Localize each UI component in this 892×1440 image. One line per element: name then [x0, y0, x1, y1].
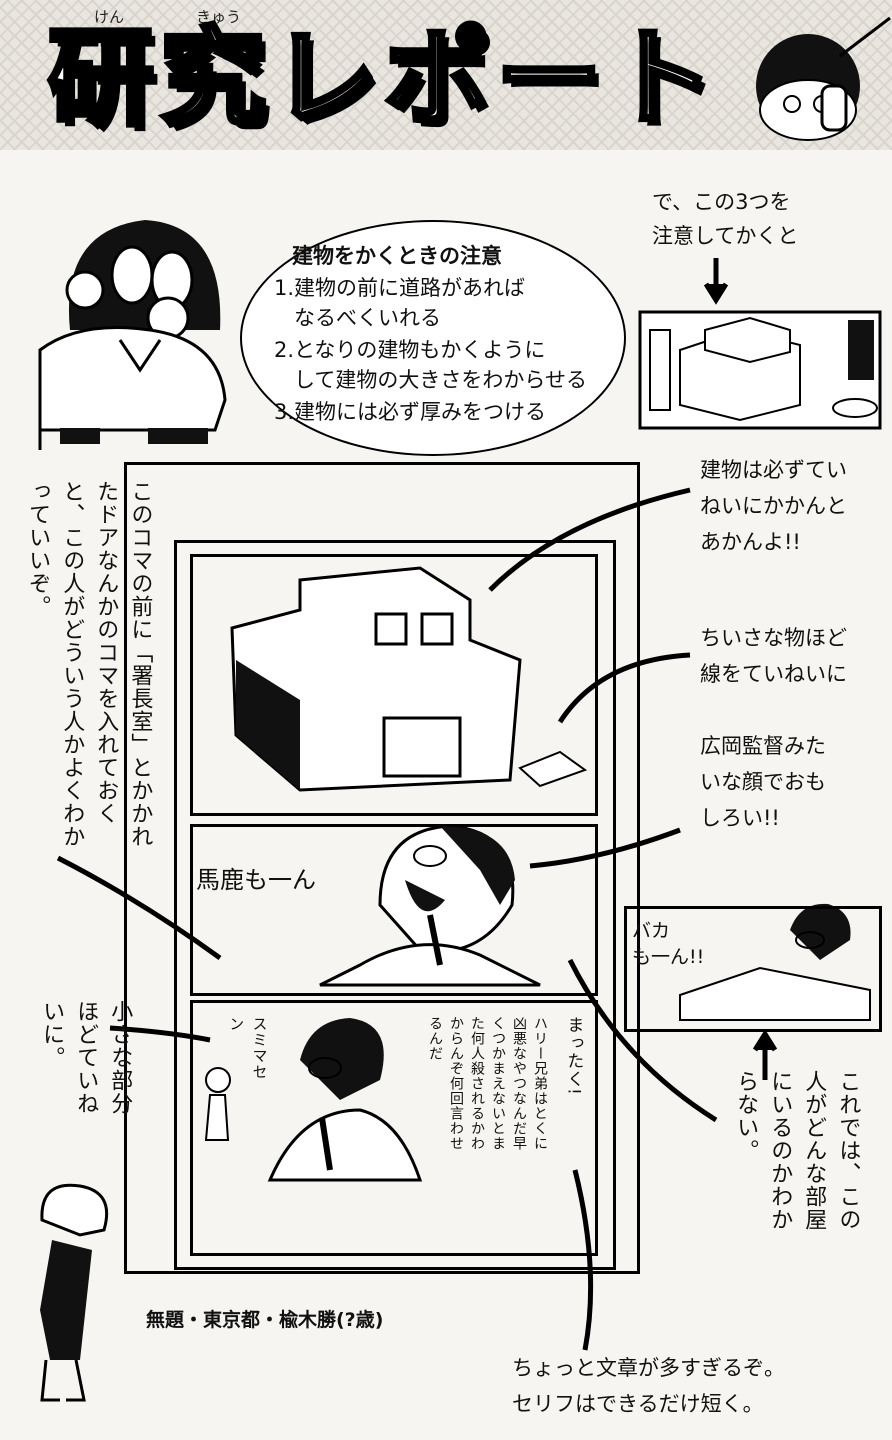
tip-line-4: して建物の大きさをわからせる — [294, 368, 587, 392]
note-face-1: 広岡監督みた — [700, 734, 826, 758]
gasmask-professor-icon — [38, 220, 227, 450]
mattaku-text: まったく! — [563, 1016, 584, 1096]
rant-text: ハリー兄弟はとくに凶悪なやつなんだ早くつかまえないとまた何人殺されるかわからんぞ… — [427, 1016, 548, 1151]
tip-line-2: なるべくいれる — [294, 306, 441, 330]
tips-speech-bubble — [240, 220, 626, 456]
note-room: これでは、この人がどんな部屋にいるのかわからない。 — [733, 1070, 861, 1231]
helmet-mascot-icon — [756, 16, 891, 141]
note-small-things-2: 線をていねいに — [700, 662, 847, 686]
note-face-2: いな顔でおも — [700, 770, 826, 794]
note-building-2: ねいにかかんと — [700, 494, 847, 518]
tips-heading: 建物をかくときの注意 — [292, 244, 502, 268]
credit-line: 無題・東京都・楡木勝(?歳) — [146, 1309, 384, 1331]
note-top-right-1: で、この3つを — [652, 190, 791, 214]
note-building-1: 建物は必ずてい — [700, 458, 847, 482]
header-banner — [0, 0, 892, 150]
ruby-ken: けん — [94, 8, 125, 26]
note-face-3: しろい!! — [700, 806, 780, 830]
arrows — [56, 258, 778, 1351]
example-building-icon — [638, 310, 882, 430]
comic-outer-frame — [124, 462, 640, 1274]
sumimasen-text: スミマセン — [227, 1016, 269, 1080]
note-bottom-2: セリフはできるだけ短く。 — [512, 1392, 764, 1416]
comic-panel-rant — [190, 1000, 598, 1256]
shouting-man-art — [319, 824, 541, 987]
mini-shout-1: バカ — [632, 920, 671, 942]
mini-shout-2: も一ん!! — [632, 946, 705, 968]
mini-panel — [624, 906, 882, 1032]
tip-line-1: 1.建物の前に道路があれば — [274, 276, 526, 300]
comic-inner-frame — [174, 540, 616, 1270]
note-left-vertical: このコマの前に「署長室」とかかれたドアなんかのコマを入れておくと、この人がどうい… — [25, 480, 153, 848]
tip-line-5: 3.建物には必ず厚みをつける — [274, 400, 547, 424]
building-panel-art — [230, 566, 588, 792]
detective-art — [204, 1018, 423, 1182]
note-small-things-1: ちいさな物ほど — [700, 626, 847, 650]
note-bottom-1: ちょっと文章が多すぎるぞ。 — [512, 1356, 785, 1380]
comic-panel-building — [190, 554, 598, 816]
note-top-right-2: 注意してかくと — [652, 224, 799, 248]
woman-figure-icon — [40, 1183, 109, 1402]
ruby-kyuu: きゅう — [196, 8, 242, 26]
tip-line-3: 2.となりの建物もかくように — [274, 338, 546, 362]
note-small-parts: 小さな部分ほどていねいに。 — [39, 1000, 133, 1115]
mini-shouting-man-art — [679, 903, 871, 1021]
page-title: 研究レポート — [46, 17, 720, 140]
shout-text: 馬鹿も一ん — [196, 866, 316, 894]
note-building-3: あかんよ!! — [700, 530, 801, 554]
comic-panel-shout — [190, 824, 598, 996]
